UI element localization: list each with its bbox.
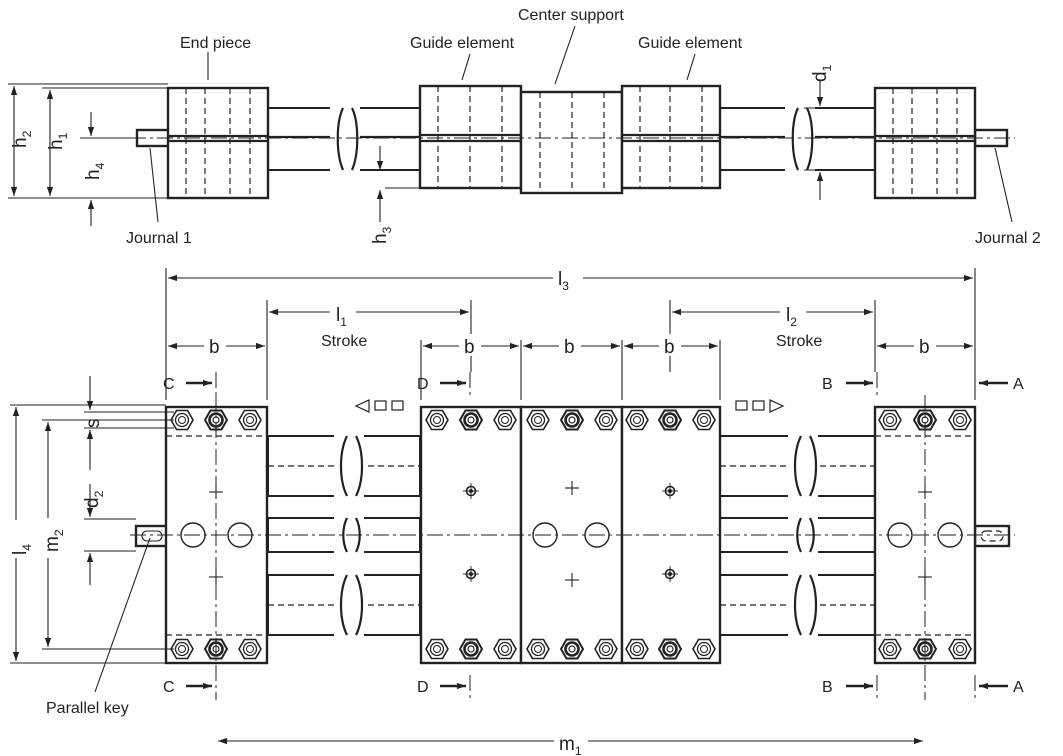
journal-1-label: Journal 1: [126, 230, 192, 247]
l3-label: l3: [558, 269, 569, 293]
plan-view: C C D D B B A A l3 l1: [4, 264, 1024, 756]
journal-1-plan: [134, 524, 170, 548]
stroke-right-label: Stroke: [776, 333, 822, 350]
stroke-left-label: Stroke: [321, 333, 367, 350]
section-d-bottom: D: [417, 679, 429, 696]
s-label: s: [83, 419, 104, 429]
h4-label: h4: [83, 162, 107, 180]
l2-label: l2: [786, 305, 797, 329]
guide-element-right-label: Guide element: [638, 35, 743, 52]
section-b-top: B: [822, 376, 833, 393]
section-c-bottom: C: [163, 679, 175, 696]
d1-label: d1: [810, 64, 834, 82]
h1-label: h1: [46, 132, 70, 150]
b-label-guide-right: b: [664, 337, 675, 358]
b-label-guide-left: b: [464, 337, 475, 358]
b-label-center: b: [564, 337, 575, 358]
section-a-bottom: A: [1013, 679, 1024, 696]
section-d-top: D: [417, 376, 429, 393]
section-c-top: C: [163, 376, 175, 393]
parallel-key-label: Parallel key: [46, 700, 129, 717]
section-a-top: A: [1013, 376, 1024, 393]
journal-2-label: Journal 2: [975, 230, 1041, 247]
side-view: h2 h1 h4 h3 d1 End piece Guide element C…: [8, 7, 1041, 247]
center-support-side: [519, 90, 624, 195]
stroke-direction-left-icon: [354, 399, 404, 413]
d2-label: d2: [82, 490, 106, 508]
section-marks: C C D D B B A A: [163, 372, 1024, 700]
l4-label: l4: [10, 544, 34, 555]
guide-element-left-side: [418, 84, 523, 190]
guide-element-right-side: [620, 84, 722, 190]
b-label-end-right: b: [919, 337, 930, 358]
stroke-direction-right-icon: [735, 399, 785, 413]
m1-label: m1: [559, 734, 582, 756]
h2-label: h2: [10, 130, 34, 148]
guide-element-left-label: Guide element: [410, 35, 515, 52]
section-b-bottom: B: [822, 679, 833, 696]
l1-label: l1: [336, 305, 347, 329]
journal-2-plan: [973, 524, 1011, 548]
b-label-end-left: b: [209, 337, 220, 358]
h3-label: h3: [370, 226, 394, 244]
center-support-label: Center support: [518, 7, 624, 24]
end-piece-left-side: [166, 86, 270, 200]
end-piece-right-side: [873, 86, 977, 200]
m2-label: m2: [42, 529, 66, 552]
end-piece-label: End piece: [180, 35, 251, 52]
